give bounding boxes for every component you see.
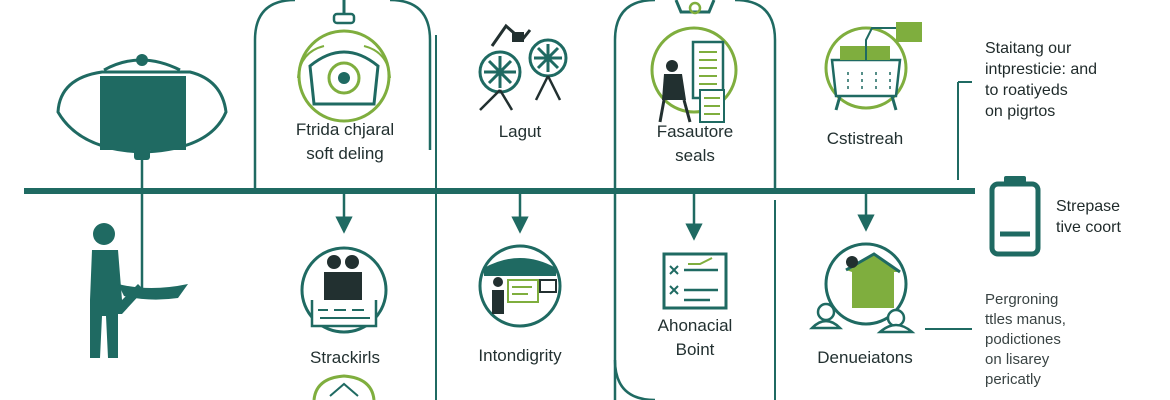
wheels-icon [478,23,568,111]
step-label-fasautore-seals: Fasautore seals [656,122,734,165]
lamp-hook-icon [332,0,356,25]
tent-icon [312,374,376,400]
bell-hook-icon [674,0,716,15]
step-label-denueiatons: Denueiatons [817,348,913,367]
lamp-icon [56,54,228,290]
step-label-cstistreah: Cstistreah [826,129,904,148]
chart-board-icon [824,22,922,111]
side-note-top: Staitang our intpresticie: and to roatiy… [985,40,1098,120]
presentation-icon [478,244,562,328]
step-label-intondigrity: Intondigrity [478,346,562,365]
group-people-icon [300,246,388,334]
column-bracket [389,0,432,150]
step-label-strackirls: Strackirls [310,348,380,367]
column-capsule-bottom [613,359,656,400]
camera-icon [297,29,391,123]
step-label-lagut: Lagut [498,122,542,141]
checklist-icon [662,252,728,310]
step-label-soft-deling: Ftrida chjaral soft deling [295,120,395,163]
step-label-ahonacial-boint: Ahonacial Boint [657,316,733,359]
house-people-icon [808,242,916,334]
column-bracket [253,0,296,188]
side-note-middle: Strepase tive coort [1056,198,1121,236]
device-icon [989,176,1041,257]
side-note-bottom: Pergroning ttles manus, podictiones on l… [985,291,1066,388]
person-icon [90,223,188,358]
column-capsule [613,0,777,400]
side-connector [957,81,972,180]
person-document-icon [650,26,738,123]
